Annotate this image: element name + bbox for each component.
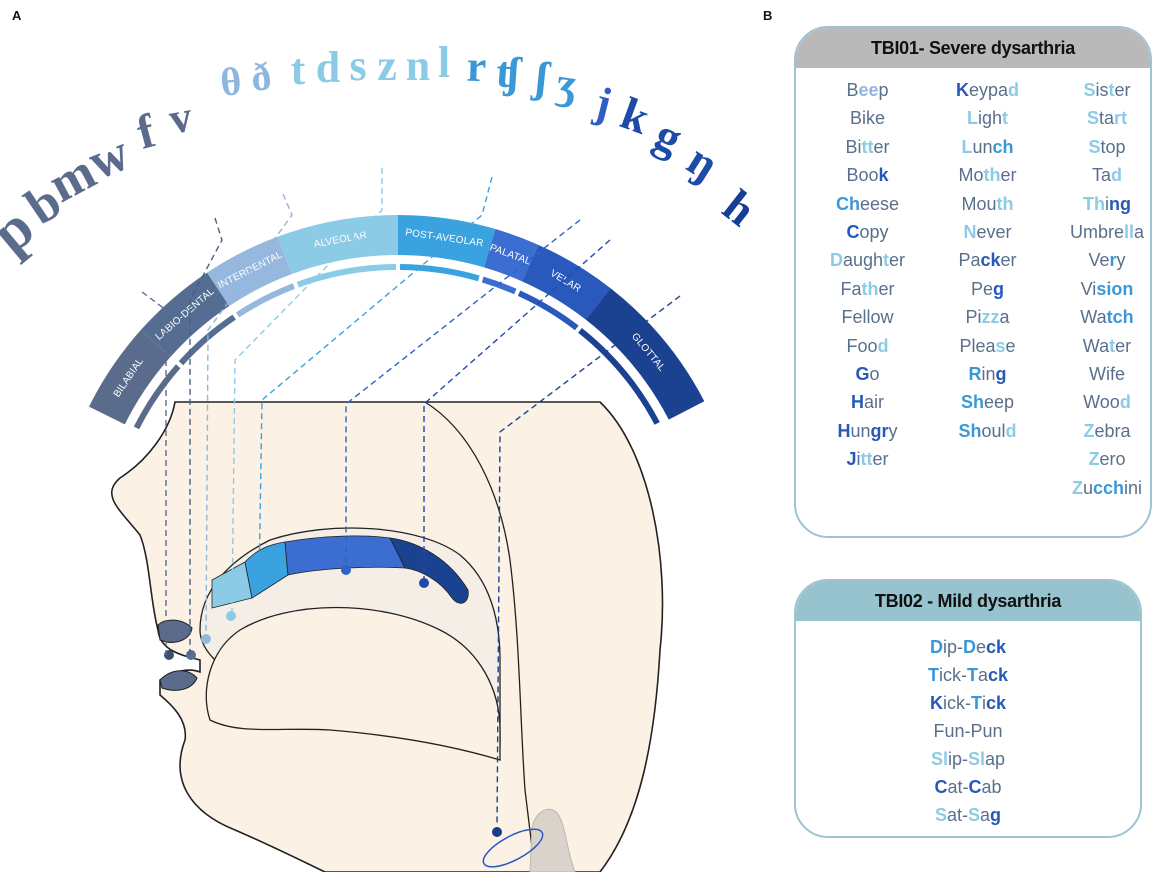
phonetic-symbol: ŋ	[679, 133, 728, 190]
word-item: Keypad	[956, 76, 1019, 104]
phonetic-symbol: k	[615, 87, 657, 144]
word-pair: Dip-Deck	[930, 633, 1006, 661]
phonetic-symbol: z	[377, 41, 397, 90]
word-item: Go	[856, 360, 880, 388]
phonetic-symbol: ʃ	[529, 52, 553, 103]
word-item: Zucchini	[1072, 474, 1142, 502]
word-item: Hungry	[838, 417, 898, 445]
word-pair: Slip-Slap	[931, 745, 1005, 773]
phonetic-symbol: j	[590, 77, 617, 128]
phonetic-symbol: t	[291, 45, 306, 94]
word-item: Vision	[1081, 275, 1134, 303]
word-item: Copy	[847, 218, 889, 246]
word-item: Food	[847, 332, 889, 360]
word-item: Zero	[1088, 445, 1125, 473]
arc-underline-post-aveolar	[400, 267, 479, 278]
phonetic-symbol: d	[316, 43, 340, 92]
tbi01-title: TBI01- Severe dysarthria	[796, 28, 1150, 68]
word-item: Hair	[851, 388, 884, 416]
dot-labiodental	[186, 650, 196, 660]
word-item: Tad	[1092, 161, 1122, 189]
word-item: Father	[841, 275, 895, 303]
head-profile	[112, 402, 663, 872]
word-item: Zebra	[1083, 417, 1130, 445]
arc-underline-alveolar	[298, 267, 396, 285]
phonetic-symbol: n	[406, 41, 430, 90]
word-item: Umbrella	[1070, 218, 1144, 246]
phonetic-symbol: f	[131, 104, 161, 160]
word-item: Peg	[971, 275, 1004, 303]
word-item: Please	[959, 332, 1015, 360]
word-column-3: SisterStartStopTadThingUmbrellaVeryVisio…	[1070, 76, 1144, 502]
word-item: Ring	[969, 360, 1007, 388]
word-item: Water	[1083, 332, 1131, 360]
word-item: Daughter	[830, 246, 905, 274]
word-item: Stop	[1088, 133, 1125, 161]
word-pair: Tick-Tack	[928, 661, 1008, 689]
phonetic-symbol: ð	[250, 54, 272, 100]
panel-label-a: A	[12, 8, 22, 23]
phonetic-symbol: ʒ	[554, 58, 581, 109]
tbi02-pair-list: Dip-DeckTick-TackKick-TickFun-PunSlip-Sl…	[796, 621, 1140, 829]
word-item: Never	[964, 218, 1012, 246]
word-item: Book	[847, 161, 889, 189]
phonetic-symbol: v	[165, 92, 195, 144]
word-item: Packer	[958, 246, 1016, 274]
dot-postalveolar	[252, 581, 262, 591]
panel-label-b: B	[763, 8, 772, 23]
dot-palatal	[341, 565, 351, 575]
word-item: Bike	[850, 104, 885, 132]
tbi02-title: TBI02 - Mild dysarthria	[796, 581, 1140, 621]
phonetic-symbol: h	[714, 180, 766, 236]
word-item: Bitter	[846, 133, 890, 161]
word-item: Pizza	[965, 303, 1009, 331]
word-item: Wood	[1083, 388, 1131, 416]
word-item: Cheese	[836, 190, 899, 218]
phonetic-symbol: g	[647, 108, 690, 164]
arc-underline-palatal	[483, 280, 516, 292]
word-pair: Kick-Tick	[930, 689, 1006, 717]
word-item: Very	[1088, 246, 1125, 274]
word-item: Should	[958, 417, 1016, 445]
word-item: Fellow	[842, 303, 894, 331]
word-item: Light	[967, 104, 1008, 132]
word-item: Beep	[847, 76, 889, 104]
dot-velar	[419, 578, 429, 588]
word-item: Sister	[1083, 76, 1130, 104]
tbi01-card: TBI01- Severe dysarthria BeepBikeBitterB…	[794, 26, 1152, 538]
word-item: Mother	[958, 161, 1016, 189]
word-pair: Cat-Cab	[934, 773, 1001, 801]
word-item: Thing	[1083, 190, 1131, 218]
word-item: Mouth	[962, 190, 1014, 218]
phonetic-symbol: r	[466, 42, 487, 92]
phonetic-symbol: s	[349, 41, 366, 90]
dot-alveolar	[226, 611, 236, 621]
word-pair: Fun-Pun	[933, 717, 1002, 745]
word-item: Lunch	[961, 133, 1013, 161]
phonetic-symbol: l	[438, 38, 450, 87]
word-item: Wife	[1089, 360, 1125, 388]
phonetic-symbol: θ	[218, 58, 243, 105]
word-item: Start	[1087, 104, 1127, 132]
word-pair: Sat-Sag	[935, 801, 1001, 829]
word-item: Watch	[1080, 303, 1133, 331]
word-item: Jitter	[847, 445, 889, 473]
word-item: Sheep	[961, 388, 1014, 416]
phonetic-symbol: ʧ	[495, 47, 524, 98]
dot-glottal	[492, 827, 502, 837]
